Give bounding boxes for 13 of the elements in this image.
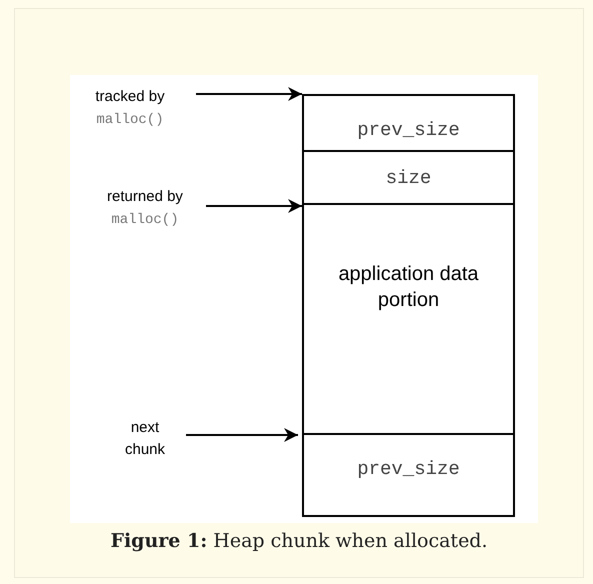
function-name: malloc() (96, 112, 164, 128)
memory-field-box: size (302, 152, 515, 205)
arrow (196, 87, 302, 101)
figure-caption: Figure 1: Heap chunk when allocated. (109, 529, 489, 554)
arrow-label: returned by (107, 188, 183, 205)
function-name: malloc() (111, 212, 179, 228)
arrow (186, 428, 298, 442)
arrow (206, 199, 302, 213)
memory-field-box: prev_size (302, 435, 515, 517)
arrow-label: next chunk (124, 419, 166, 458)
memory-field-box: application data portion (302, 205, 515, 435)
memory-field-box: prev_size (302, 94, 515, 152)
arrow-label: tracked by (95, 88, 165, 105)
